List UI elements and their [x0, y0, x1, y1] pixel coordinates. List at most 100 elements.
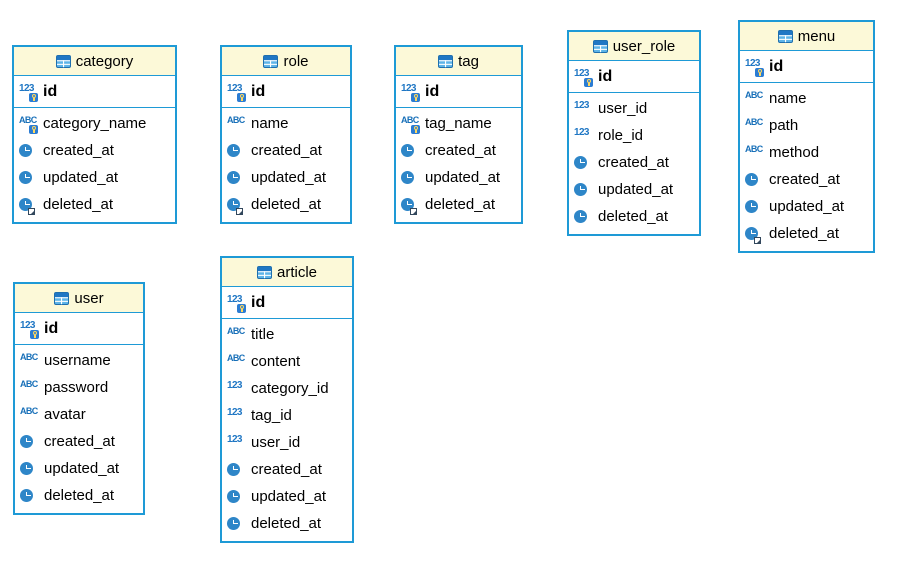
- entity-header[interactable]: menu: [740, 22, 873, 51]
- column-name: category_id: [251, 380, 329, 397]
- column-name: id: [44, 319, 59, 337]
- entity-title: menu: [797, 27, 836, 45]
- column-name: id: [251, 82, 266, 100]
- column-name: avatar: [44, 406, 86, 423]
- numeric-type-icon: 123: [227, 380, 247, 397]
- column-row-created_at[interactable]: created_at: [740, 166, 873, 193]
- column-name: content: [251, 353, 301, 370]
- datetime-type-icon: [745, 171, 765, 188]
- column-row-deleted_at[interactable]: deleted_at: [222, 191, 350, 218]
- column-name: password: [44, 379, 109, 396]
- column-row-updated_at[interactable]: updated_at: [15, 455, 143, 482]
- clock-glyph: [227, 171, 240, 184]
- column-row-deleted_at[interactable]: deleted_at: [222, 510, 352, 537]
- column-row-updated_at[interactable]: updated_at: [569, 176, 699, 203]
- column-row-deleted_at[interactable]: deleted_at: [396, 191, 521, 218]
- column-row-updated_at[interactable]: updated_at: [222, 164, 350, 191]
- column-name: path: [769, 117, 799, 134]
- column-row-created_at[interactable]: created_at: [14, 137, 175, 164]
- column-name: deleted_at: [251, 196, 322, 213]
- key-badge-icon: [29, 93, 38, 102]
- table-icon: [256, 265, 272, 279]
- string-type-icon: ABC: [20, 352, 40, 369]
- column-row-created_at[interactable]: created_at: [222, 137, 350, 164]
- numeric-type-icon: 123: [227, 407, 247, 424]
- column-row-created_at[interactable]: created_at: [222, 456, 352, 483]
- entity-title: tag: [458, 52, 479, 70]
- column-name: id: [251, 293, 266, 311]
- datetime-type-icon: [19, 169, 39, 186]
- string-type-icon: ABC: [745, 117, 765, 134]
- key-badge-icon: [584, 78, 593, 87]
- column-row-id[interactable]: 123 id: [15, 315, 143, 342]
- numeric-type-icon: 123: [574, 100, 594, 117]
- entity-header[interactable]: category: [14, 47, 175, 76]
- table-icon: [54, 291, 70, 305]
- type-glyph: 123: [20, 320, 35, 331]
- clock-glyph: [19, 171, 32, 184]
- entity-header[interactable]: article: [222, 258, 352, 287]
- entity-header[interactable]: user: [15, 284, 143, 313]
- column-row-deleted_at[interactable]: deleted_at: [14, 191, 175, 218]
- column-name: updated_at: [425, 169, 501, 186]
- column-row-updated_at[interactable]: updated_at: [222, 483, 352, 510]
- entity-header[interactable]: role: [222, 47, 350, 76]
- datetime-type-icon: [401, 196, 421, 215]
- column-row-deleted_at[interactable]: deleted_at: [15, 482, 143, 509]
- entity-header[interactable]: user_role: [569, 32, 699, 61]
- datetime-type-icon: [574, 181, 594, 198]
- column-name: deleted_at: [598, 208, 669, 225]
- column-row-deleted_at[interactable]: deleted_at: [569, 203, 699, 230]
- entity-header[interactable]: tag: [396, 47, 521, 76]
- column-row-method[interactable]: ABC method: [740, 139, 873, 166]
- column-row-updated_at[interactable]: updated_at: [14, 164, 175, 191]
- column-row-updated_at[interactable]: updated_at: [396, 164, 521, 191]
- column-row-created_at[interactable]: created_at: [15, 428, 143, 455]
- column-name: deleted_at: [251, 515, 322, 532]
- clock-glyph: [20, 462, 33, 475]
- type-glyph: 123: [745, 58, 760, 69]
- type-glyph: ABC: [401, 115, 419, 125]
- column-row-created_at[interactable]: created_at: [569, 149, 699, 176]
- column-row-created_at[interactable]: created_at: [396, 137, 521, 164]
- type-glyph: 123: [19, 83, 34, 94]
- column-row-deleted_at[interactable]: deleted_at: [740, 220, 873, 247]
- column-name: updated_at: [44, 460, 120, 477]
- table-icon: [777, 29, 793, 43]
- datetime-type-icon: [574, 154, 594, 171]
- column-row-updated_at[interactable]: updated_at: [740, 193, 873, 220]
- type-glyph: ABC: [745, 144, 763, 154]
- column-name: method: [769, 144, 820, 161]
